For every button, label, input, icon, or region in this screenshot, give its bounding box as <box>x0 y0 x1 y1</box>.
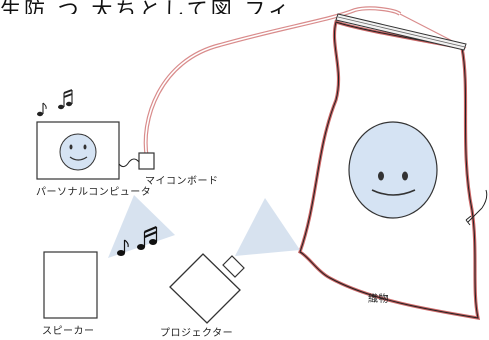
pc-smiley-face-icon <box>59 133 97 171</box>
personal-computer <box>36 121 120 180</box>
label-fabric: 織物 <box>368 294 389 305</box>
speaker-icon <box>43 251 98 319</box>
projector-icon <box>169 253 245 324</box>
label-speaker: スピーカー <box>42 326 95 337</box>
pc-board-cable <box>118 158 140 168</box>
label-microcontroller-board: マイコンボード <box>145 176 219 187</box>
microcontroller-board <box>138 152 155 170</box>
sound-music-notes-icon <box>117 225 158 256</box>
speaker-sound-cone <box>108 195 175 258</box>
label-personal-computer: パーソナルコンピュータ <box>36 187 152 198</box>
cropped-header-text: 生防 つ 大ちとして図 フィ <box>0 0 292 14</box>
fabric-smiley-face-icon <box>348 121 438 219</box>
label-projector: プロジェクター <box>160 328 234 339</box>
music-notes-icon <box>37 89 73 117</box>
fabric <box>298 13 481 320</box>
cursor-arrow-icon <box>465 189 488 226</box>
fabric-rod <box>335 13 467 51</box>
projector-beam <box>235 198 300 256</box>
